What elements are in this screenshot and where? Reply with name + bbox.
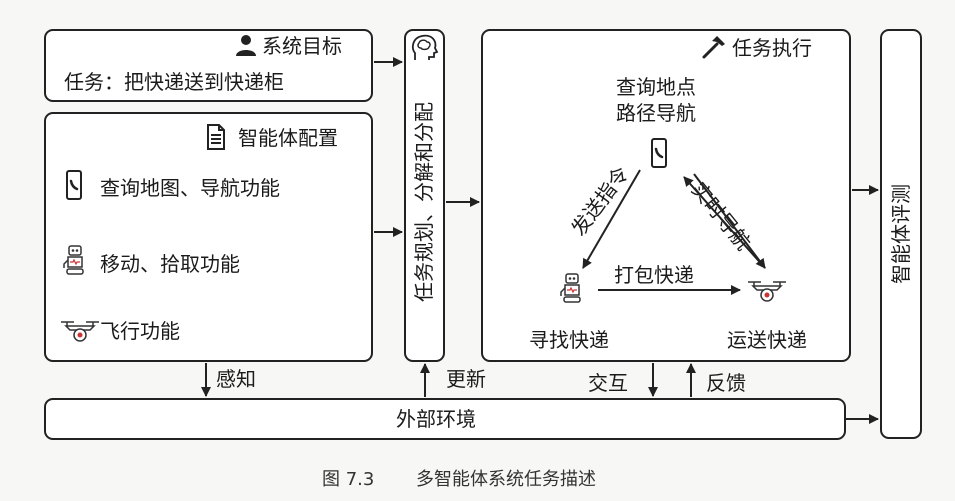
task-exec-title: 任务执行 <box>732 36 812 60</box>
environment-label: 外部环境 <box>396 407 476 431</box>
decompose-box <box>404 29 445 362</box>
phone-icon <box>66 170 82 200</box>
left-node-label: 寻找快递 <box>529 328 609 352</box>
interact-label: 交互 <box>588 371 628 395</box>
system-goal-box <box>44 29 373 102</box>
config-item-move: 移动、拾取功能 <box>100 252 240 276</box>
perceive-label: 感知 <box>216 367 256 391</box>
config-item-map: 查询地图、导航功能 <box>100 176 280 200</box>
system-goal-task: 任务：把快递送到快递柜 <box>64 70 284 94</box>
hammer-icon <box>702 36 725 59</box>
agent-config-box <box>44 112 373 362</box>
robot-icon <box>560 273 581 303</box>
figure-title: 多智能体系统任务描述 <box>416 469 596 490</box>
system-goal-title: 系统目标 <box>262 34 342 58</box>
figure-number: 图 7.3 <box>322 469 375 490</box>
agent-config-title: 智能体配置 <box>238 126 338 150</box>
brain-icon <box>411 34 439 60</box>
document-icon <box>207 124 225 150</box>
arrow-nav-up <box>683 176 766 269</box>
person-icon <box>236 35 256 56</box>
config-item-fly: 飞行功能 <box>100 319 180 343</box>
right-node-label: 运送快递 <box>727 328 807 352</box>
edge-pack-label: 打包快递 <box>614 263 694 287</box>
arrow-nav-down <box>693 173 766 269</box>
update-label: 更新 <box>446 367 486 391</box>
feedback-label: 反馈 <box>706 371 746 395</box>
drone-icon <box>748 281 786 302</box>
top-node-line1: 查询地点 <box>616 75 696 99</box>
top-node-line2: 路径导航 <box>616 101 696 125</box>
phone-icon <box>651 138 667 168</box>
task-exec-box <box>481 29 851 362</box>
drone-icon <box>61 321 99 342</box>
arrow-send <box>582 169 641 269</box>
eval-box <box>880 29 922 439</box>
environment-box <box>44 398 846 440</box>
robot-icon <box>63 245 84 275</box>
